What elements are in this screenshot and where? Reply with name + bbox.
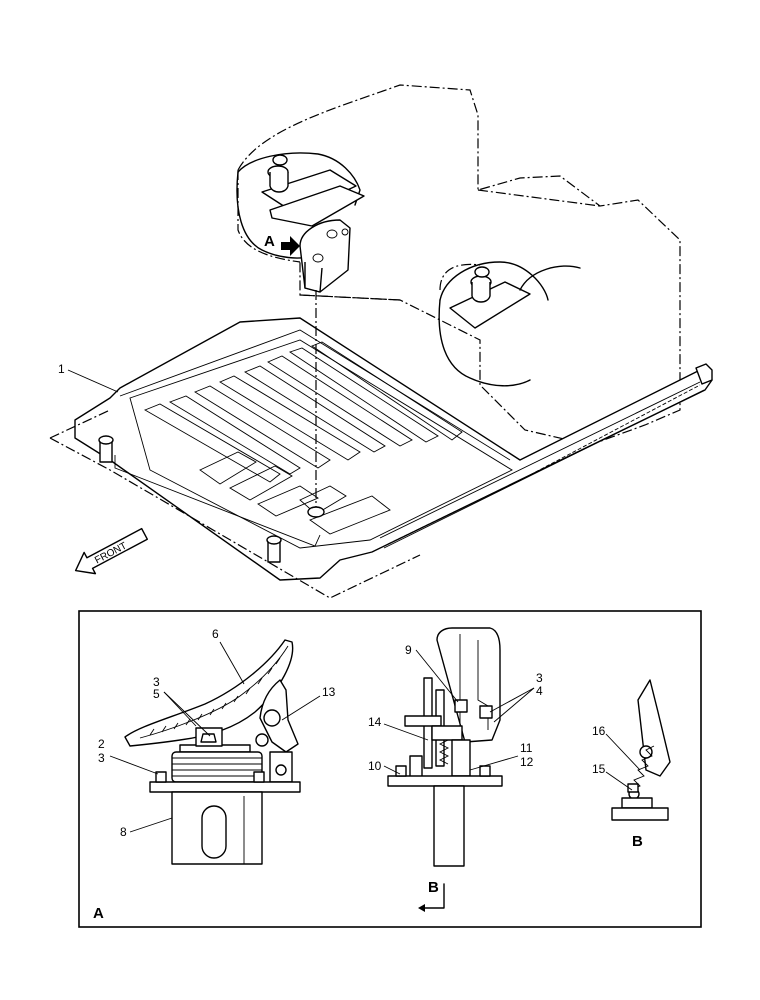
- left-control-console: [236, 152, 365, 293]
- callout-8: 8: [120, 825, 127, 839]
- callout-13: 13: [322, 685, 336, 699]
- detail-panel-a: A: [78, 610, 702, 928]
- pedal-assembly-front: B: [387, 627, 503, 912]
- callout-6: 6: [212, 627, 219, 641]
- callout-12: 12: [520, 755, 534, 769]
- callout-11: 11: [520, 741, 533, 755]
- view-arrow-a: A: [264, 233, 300, 256]
- detail-b-label: B: [632, 833, 643, 850]
- callout-3b: 3: [98, 751, 105, 765]
- front-direction-arrow: FRONT: [74, 527, 149, 575]
- view-b-marker: B: [428, 879, 439, 896]
- floor-mat: [74, 317, 713, 581]
- callout-3a: 3: [153, 675, 160, 689]
- callout-2: 2: [98, 737, 105, 751]
- main-exploded-view: 1 A FRONT: [49, 84, 713, 599]
- callout-16: 16: [592, 724, 606, 738]
- seat-outline-dashed: [237, 84, 681, 446]
- detail-panel-frame: [78, 610, 702, 928]
- panel-a-label: A: [93, 905, 104, 922]
- view-arrow-a-label: A: [264, 233, 275, 250]
- callout-4: 4: [536, 684, 543, 698]
- floor-outline-dashed: [49, 409, 421, 599]
- right-control-console: [438, 261, 581, 387]
- callout-14: 14: [368, 715, 382, 729]
- callout-10: 10: [368, 759, 382, 773]
- detail-b-spring: [611, 679, 671, 821]
- callout-5: 5: [153, 687, 160, 701]
- callout-15: 15: [592, 762, 606, 776]
- callout-9: 9: [405, 643, 412, 657]
- pedal-assembly-side: [124, 639, 301, 865]
- callout-3c: 3: [536, 671, 543, 685]
- callout-1: 1: [58, 362, 65, 376]
